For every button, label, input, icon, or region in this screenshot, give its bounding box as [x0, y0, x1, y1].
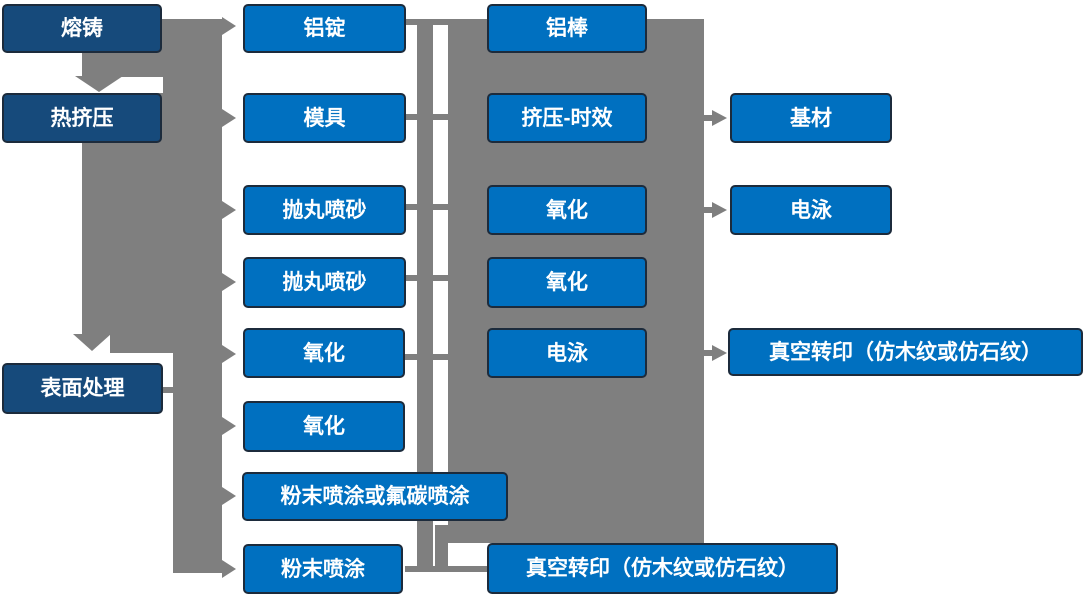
connector-tick-row8	[405, 566, 487, 572]
node-oxidation-2: 氧化	[243, 401, 405, 452]
connector-surface-treatment-link	[160, 387, 176, 393]
arrow-down-to-surface-treatment-icon	[73, 334, 111, 351]
node-shot-blasting-1: 抛丸喷砂	[243, 185, 406, 235]
node-melting: 熔铸	[2, 4, 162, 53]
connector-left-strip	[173, 353, 222, 573]
arrow-right-row7-icon	[222, 487, 236, 505]
connector-stub-substrate	[704, 115, 714, 121]
arrow-right-row5-icon	[222, 345, 236, 363]
node-electrophoresis-1: 电泳	[487, 328, 647, 378]
node-powder-or-fluorocarbon-coating: 粉末喷涂或氟碳喷涂	[242, 472, 508, 521]
node-vacuum-transfer-2: 真空转印（仿木纹或仿石纹）	[728, 328, 1083, 376]
node-shot-blasting-2: 抛丸喷砂	[243, 257, 406, 308]
arrow-right-row4-icon	[222, 273, 236, 291]
connector-stub-vacuum-transfer	[704, 350, 714, 356]
connector-left-block	[82, 19, 222, 353]
node-hot-extrusion: 热挤压	[2, 93, 162, 143]
arrow-right-row3-icon	[222, 201, 236, 219]
arrow-right-row8-icon	[222, 560, 236, 578]
node-aluminum-ingot: 铝锭	[243, 4, 406, 53]
connector-mid-bar	[417, 21, 433, 572]
node-vacuum-transfer-1: 真空转印（仿木纹或仿石纹）	[487, 543, 838, 594]
arrow-right-to-electrophoresis-icon	[712, 202, 727, 218]
node-powder-coating: 粉末喷涂	[243, 544, 403, 594]
connector-tick-row5	[405, 354, 448, 360]
node-electrophoresis-2: 电泳	[730, 185, 892, 235]
arrow-down-to-hot-extrusion-icon	[75, 76, 123, 92]
connector-tick-row1	[405, 19, 448, 25]
arrow-right-row6-icon	[222, 417, 236, 435]
arrow-right-to-vacuum-transfer-icon	[712, 345, 727, 361]
connector-stub-electrophoresis	[704, 207, 714, 213]
node-surface-treatment: 表面处理	[2, 363, 163, 414]
node-mold: 模具	[243, 93, 406, 143]
node-substrate: 基材	[730, 93, 892, 143]
node-extrusion-aging: 挤压-时效	[487, 93, 647, 143]
node-oxidation-1: 氧化	[243, 328, 405, 378]
connector-tick-row4	[405, 275, 448, 281]
connector-tick-row3	[405, 204, 448, 210]
arrow-right-to-substrate-icon	[712, 110, 727, 126]
arrow-right-row2-icon	[222, 109, 236, 127]
arrow-right-row1-icon	[222, 17, 236, 35]
connector-tick-row2	[405, 114, 448, 120]
connector-mid-bar-lower	[435, 525, 448, 572]
node-oxidation-3: 氧化	[487, 185, 647, 235]
node-aluminum-rod: 铝棒	[487, 4, 647, 53]
node-oxidation-4: 氧化	[487, 257, 647, 308]
